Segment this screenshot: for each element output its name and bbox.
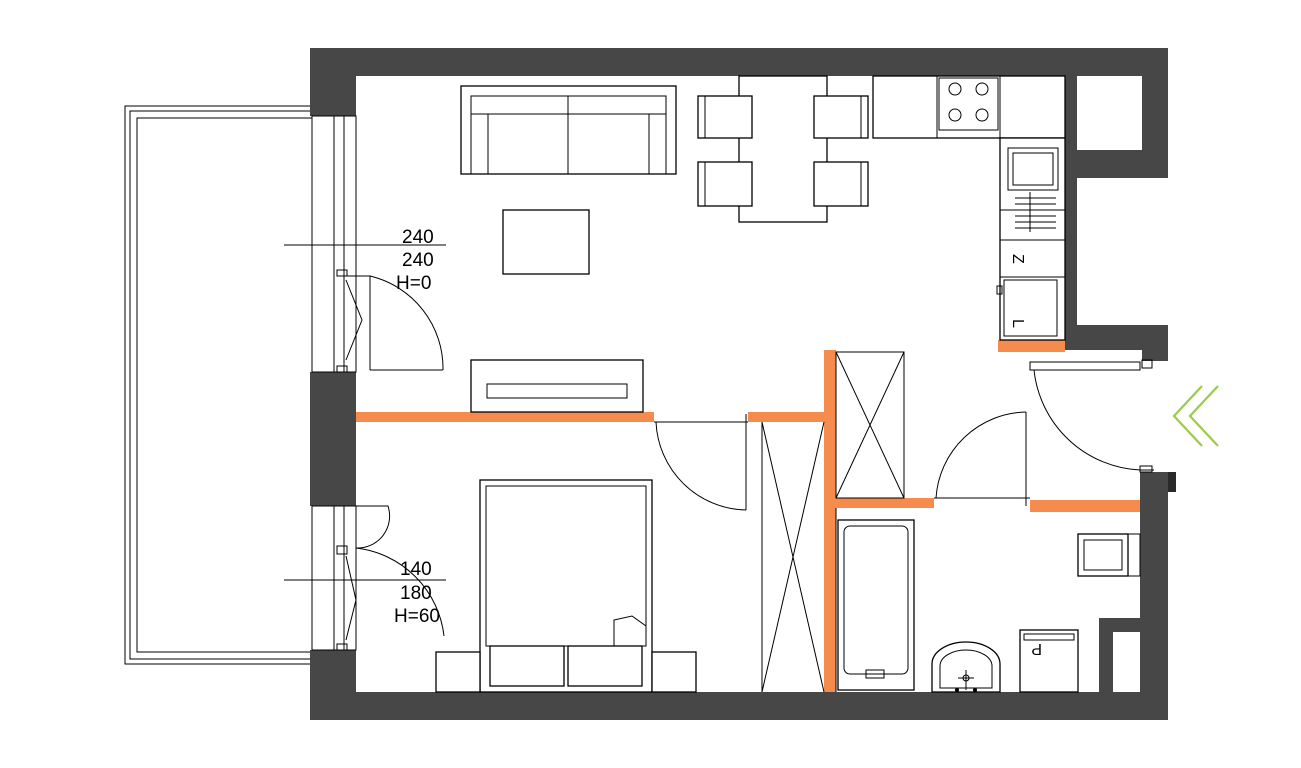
bathroom-door[interactable] bbox=[934, 411, 1030, 506]
washbasin-icon bbox=[931, 641, 1001, 693]
wardrobe bbox=[761, 421, 825, 693]
living-window-height-label: 240 bbox=[402, 250, 434, 271]
fridge bbox=[996, 279, 1058, 337]
hall-closet bbox=[835, 351, 905, 499]
living-window-width-label: 240 bbox=[402, 227, 434, 248]
bedroom-window-width-label: 140 bbox=[400, 559, 432, 580]
bathtub bbox=[837, 519, 915, 691]
boiler bbox=[1077, 533, 1141, 577]
double-chevron-left-icon bbox=[1172, 385, 1219, 447]
bedroom-door[interactable] bbox=[654, 414, 748, 511]
bedroom-window bbox=[311, 505, 445, 651]
coffee-table bbox=[502, 209, 590, 275]
exterior-walls bbox=[310, 48, 1176, 720]
washer-label: P bbox=[1031, 640, 1042, 657]
interior-lines bbox=[761, 422, 837, 692]
fridge-label-bottom: L bbox=[1009, 319, 1026, 328]
kitchen-counter bbox=[872, 75, 1066, 341]
living-window-sill-label: H=0 bbox=[396, 273, 431, 294]
living-window bbox=[311, 115, 444, 373]
sofa bbox=[460, 85, 677, 175]
fridge-label-top: Z bbox=[1009, 254, 1026, 264]
balcony bbox=[124, 105, 313, 665]
kitchen-sink bbox=[1007, 147, 1059, 232]
double-bed bbox=[479, 479, 653, 693]
washing-machine bbox=[1019, 629, 1079, 693]
cooktop-icon bbox=[938, 77, 999, 131]
nightstand-left bbox=[435, 651, 481, 693]
nightstand-right bbox=[651, 651, 697, 693]
bedroom-window-sill-label: H=60 bbox=[394, 606, 440, 627]
tv-cabinet bbox=[470, 359, 644, 413]
dining-table bbox=[697, 75, 869, 223]
bedroom-window-height-label: 180 bbox=[400, 583, 432, 604]
new-partition-walls bbox=[356, 340, 1140, 692]
entrance-door[interactable] bbox=[1029, 359, 1154, 473]
